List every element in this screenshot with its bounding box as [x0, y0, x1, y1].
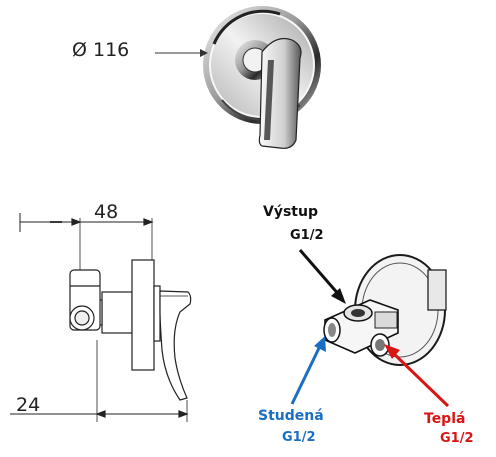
outlet-arrow — [298, 249, 346, 304]
cold-label: Studená — [258, 408, 324, 424]
hot-arrow — [384, 344, 450, 408]
outlet-label: Výstup — [263, 204, 318, 220]
side-view-drawing — [10, 213, 192, 422]
cold-arrow — [290, 336, 326, 405]
dimension-24-label: 24 — [16, 394, 41, 416]
outlet-thread: G1/2 — [290, 228, 324, 243]
diameter-leader — [155, 49, 208, 57]
hot-label: Teplá — [424, 411, 466, 427]
mixer-front-render — [203, 6, 321, 149]
valve-body-render — [323, 254, 447, 366]
diameter-label: Ø 116 — [72, 39, 130, 61]
hot-thread: G1/2 — [440, 431, 474, 446]
dimension-48-label: 48 — [94, 201, 119, 223]
cold-thread: G1/2 — [282, 430, 316, 445]
